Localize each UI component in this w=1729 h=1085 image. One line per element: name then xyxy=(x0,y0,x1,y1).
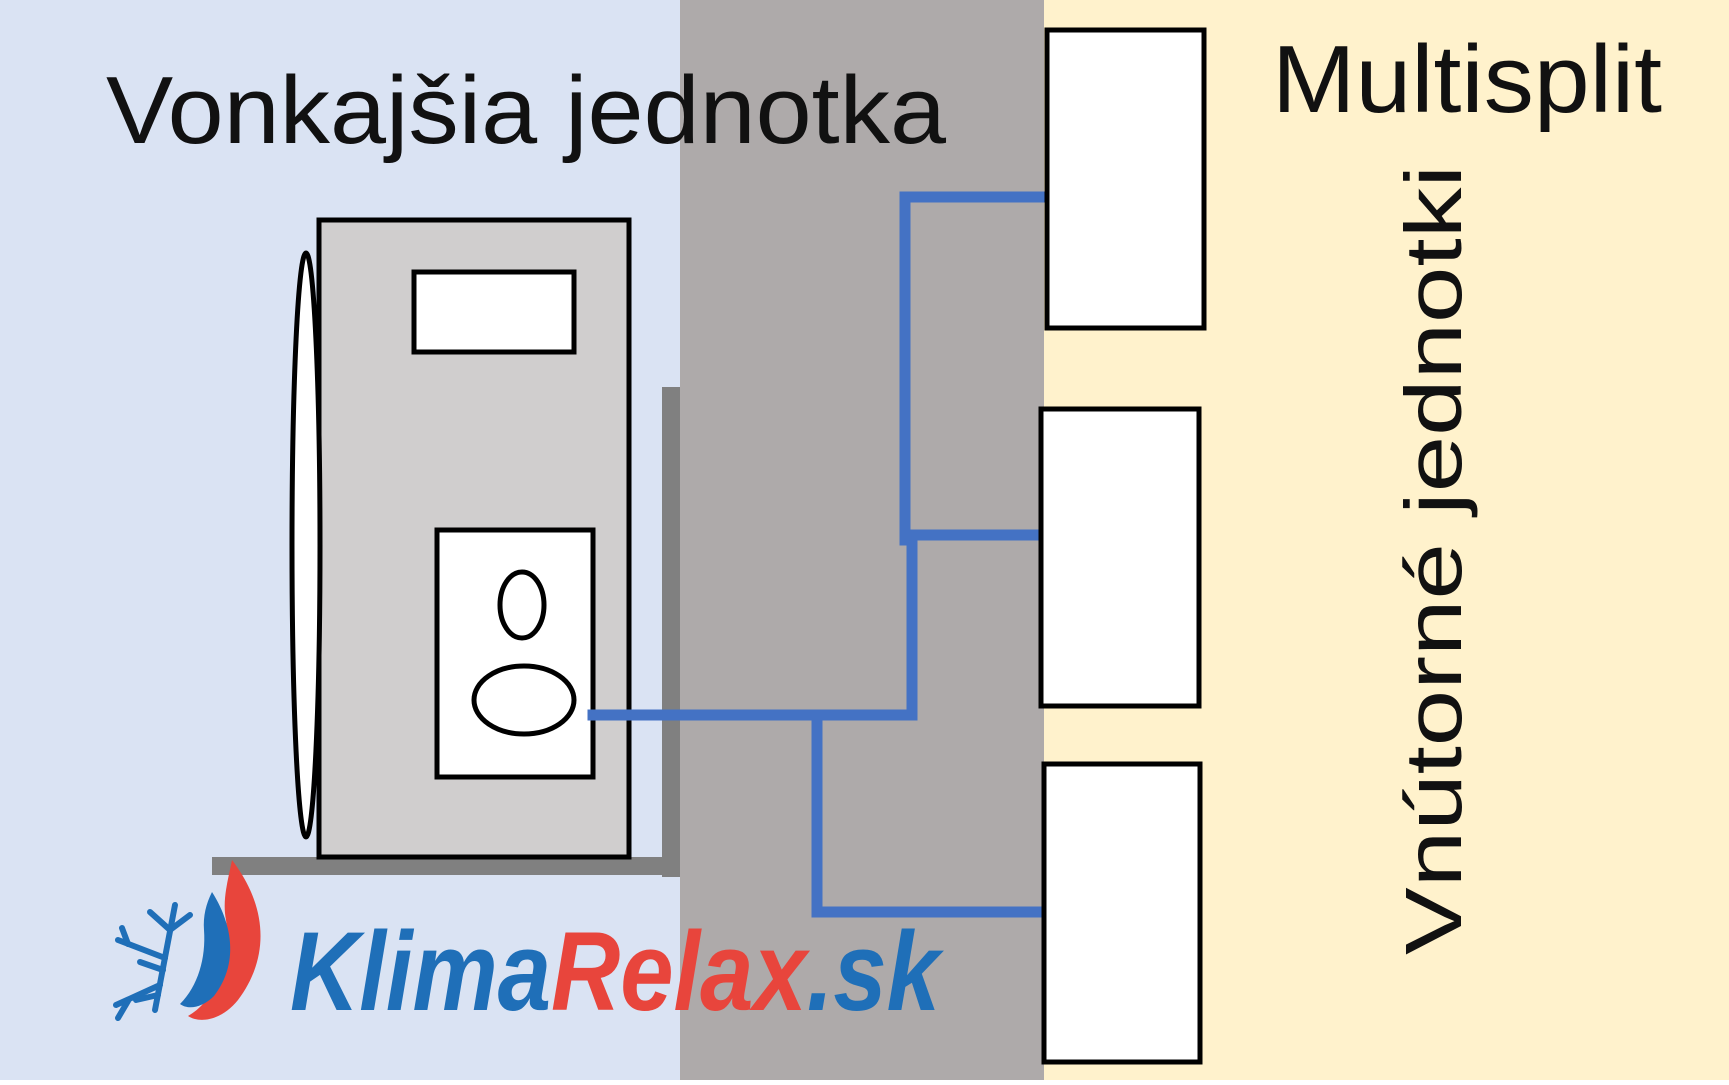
logo-part-klima: Klima xyxy=(290,909,551,1034)
outdoor-unit-title: Vonkajšia jednotka xyxy=(106,57,947,164)
indoor-unit xyxy=(1041,761,1203,1065)
logo-part-relax: Relax xyxy=(551,909,811,1034)
indoor-unit xyxy=(1038,406,1202,709)
indoor-unit xyxy=(1044,27,1207,331)
pipe-main-line xyxy=(587,529,1042,721)
service-valve-small xyxy=(497,569,547,641)
outdoor-unit-service-panel xyxy=(434,527,596,780)
outdoor-unit xyxy=(289,217,632,860)
logo-part-domain: .sk xyxy=(807,909,944,1034)
indoor-units xyxy=(1038,27,1207,1065)
logo-wordmark: KlimaRelax.sk xyxy=(290,909,944,1034)
flame-icon xyxy=(180,860,261,1020)
outdoor-unit-fan-grille xyxy=(289,250,323,840)
refrigerant-piping xyxy=(587,191,1052,918)
service-valve-large xyxy=(471,663,577,737)
snowflake-icon xyxy=(113,902,193,1021)
pipe-branch-top xyxy=(899,191,1052,546)
system-title: Multisplit xyxy=(1272,26,1662,133)
klimarelax-logo: KlimaRelax.sk xyxy=(113,860,944,1034)
pipe-branch-bottom xyxy=(811,709,1046,918)
outdoor-unit-display-panel xyxy=(411,269,577,355)
mounting-bracket xyxy=(212,387,680,877)
indoor-units-title: Vnútorné jednotki xyxy=(1389,165,1478,955)
